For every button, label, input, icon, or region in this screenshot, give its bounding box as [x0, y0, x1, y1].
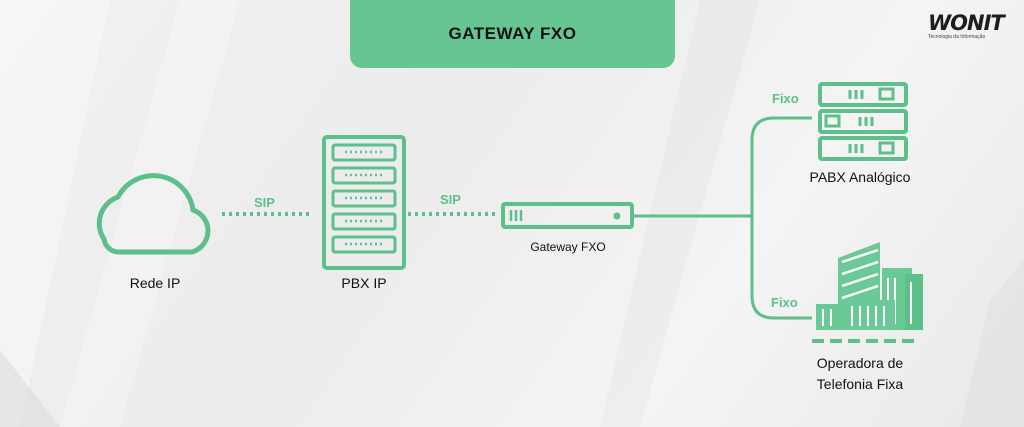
node-label-operator-line1: Operadora de — [816, 355, 904, 371]
node-label-gateway: Gateway FXO — [530, 240, 606, 254]
node-label-operator: Operadora de Telefonia Fixa — [795, 353, 925, 395]
cloud-icon — [96, 173, 211, 255]
node-label-operator-line2: Telefonia Fixa — [816, 376, 904, 392]
company-logo: WONIT Tecnologia da Informação — [928, 11, 1005, 40]
gateway-device-icon — [501, 202, 634, 229]
link-label-fixo-pabx: Fixo — [772, 91, 799, 106]
buildings-icon — [812, 242, 923, 343]
logo-tagline: Tecnologia da Informação — [928, 34, 986, 40]
link-label-fixo-operator: Fixo — [771, 295, 798, 310]
server-rack-icon — [322, 135, 406, 270]
title-banner: GATEWAY FXO — [350, 0, 675, 68]
node-label-pbx-ip: PBX IP — [341, 275, 387, 291]
link-gateway-branches — [632, 116, 812, 320]
pabx-icon — [818, 82, 908, 161]
logo-wordmark: WONIT — [928, 11, 1005, 35]
link-label-sip-2: SIP — [440, 192, 461, 207]
link-label-sip-1: SIP — [254, 195, 275, 210]
diagram-title: GATEWAY FXO — [448, 24, 577, 43]
node-label-rede-ip: Rede IP — [129, 275, 181, 291]
node-label-pabx: PABX Analógico — [809, 169, 911, 185]
